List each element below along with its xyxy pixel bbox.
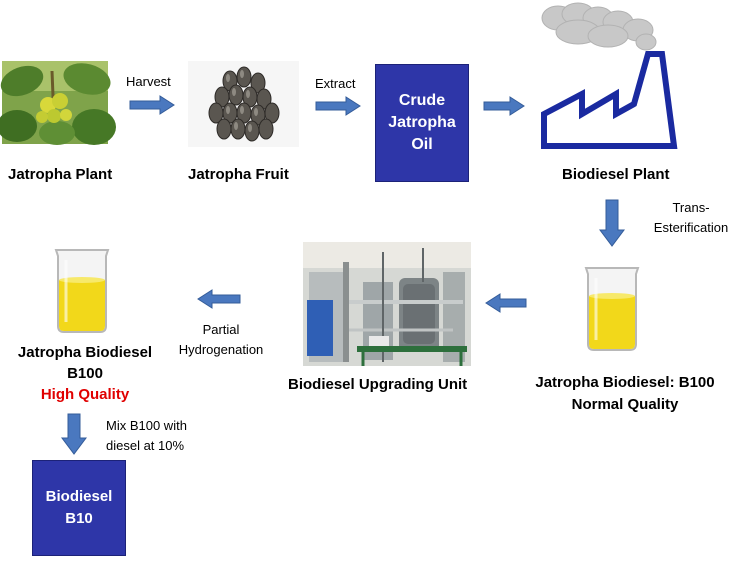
partial-hydrogenation-label: Partial Hydrogenation (166, 320, 276, 360)
b10-line-2: B10 (65, 510, 93, 527)
crude-line-3: Oil (411, 136, 433, 153)
mix-line-2: diesel at 10% (106, 438, 185, 453)
jatropha-fruit-label: Jatropha Fruit (188, 166, 289, 183)
beaker-high-quality (48, 246, 120, 336)
jatropha-fruit-image (188, 61, 299, 147)
b10-line-1: Biodiesel (45, 488, 113, 505)
trans-esterification-label: Trans- Esterification (636, 198, 746, 238)
high-line-1: Jatropha Biodiesel (17, 344, 153, 361)
jatropha-plant-label: Jatropha Plant (8, 166, 113, 183)
upgrading-unit-image (303, 242, 471, 366)
extract-label: Extract (315, 76, 356, 91)
high-quality-label: Jatropha Biodiesel B100 High Quality (4, 342, 166, 405)
extract-arrow (315, 96, 361, 116)
biodiesel-b10-box: Biodiesel B10 (32, 460, 126, 556)
normal-line-1: Jatropha Biodiesel: B100 (535, 374, 715, 391)
biodiesel-plant-label: Biodiesel Plant (562, 166, 670, 183)
to-upgrading-arrow (485, 293, 527, 313)
crude-line-1: Crude (398, 92, 446, 109)
normal-line-2: Normal Quality (571, 396, 679, 413)
trans-line-2: Esterification (653, 220, 729, 235)
mix-line-1: Mix B100 with (106, 418, 187, 433)
upgrading-unit-label: Biodiesel Upgrading Unit (288, 376, 468, 393)
to-plant-arrow (483, 96, 525, 116)
trans-line-1: Trans- (672, 200, 710, 215)
high-quality-text: High Quality (40, 386, 130, 403)
normal-quality-label: Jatropha Biodiesel: B100 Normal Quality (518, 372, 732, 416)
partial-line-1: Partial (202, 322, 240, 337)
trans-esterification-arrow (599, 199, 625, 247)
crude-line-2: Jatropha (388, 114, 456, 131)
mix-arrow (61, 413, 87, 455)
beaker-normal-quality (576, 262, 648, 354)
harvest-arrow (129, 95, 175, 115)
partial-hydrogenation-arrow (197, 289, 241, 309)
mix-label: Mix B100 with diesel at 10% (106, 416, 187, 456)
factory-icon (538, 2, 678, 152)
partial-line-2: Hydrogenation (178, 342, 264, 357)
harvest-label: Harvest (126, 74, 171, 89)
high-line-2: B100 (67, 365, 103, 382)
jatropha-plant-image (0, 61, 116, 145)
crude-jatropha-oil-box: Crude Jatropha Oil (375, 64, 469, 182)
